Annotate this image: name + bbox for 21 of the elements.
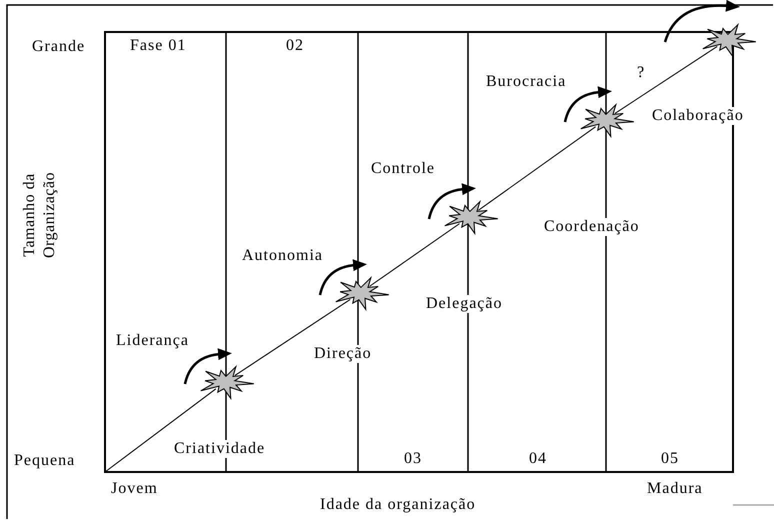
phase-label: 04 [528,450,548,468]
axis-label: Pequena [13,452,76,470]
axis-label: Jovem [110,480,159,498]
growth-line [234,298,351,376]
stage-label: Liderança [115,332,190,350]
axis-label: Madura [646,480,704,498]
phase-label: 03 [403,450,423,468]
stage-label: Controle [370,160,436,178]
growth-line [614,46,718,114]
axis-title: Idade da organização [319,496,477,514]
axis-label: Grande [31,38,86,56]
axis-title: Tamanho da Organização [20,170,59,260]
growth-line [369,223,460,287]
phase-label: 02 [285,37,305,55]
phase-label: 05 [660,450,680,468]
stage-label: Autonomia [241,247,324,265]
stage-label: ? [636,64,646,82]
growth-line [478,126,596,211]
phase-label: Fase 01 [129,37,188,55]
growth-line [104,388,216,472]
stage-label: Burocracia [485,73,568,91]
